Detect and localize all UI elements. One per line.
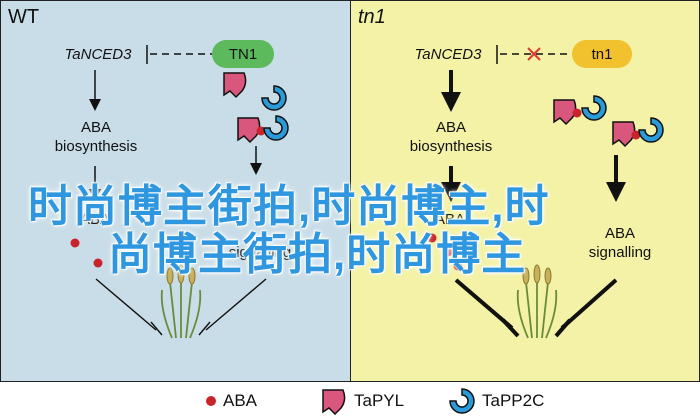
tapyl-icon	[223, 72, 247, 99]
tapp2c-complex-icon	[638, 117, 664, 143]
tapyl-aba-complex	[612, 121, 641, 148]
inhibit-bar	[501, 318, 520, 338]
biosynthesis-label: ABA biosynthesis	[54, 119, 138, 155]
tapp2c-complex-icon	[263, 115, 289, 141]
aba-label: ABA	[79, 211, 110, 228]
inhibit-bar	[198, 321, 211, 336]
tn1-panel	[350, 0, 700, 382]
signalling-label: signalling	[228, 244, 292, 261]
biosynthesis-label: ABA biosynthesis	[409, 119, 493, 155]
aba-dot	[427, 233, 437, 243]
tapp2c-icon	[261, 85, 287, 111]
aba-dot	[453, 261, 463, 271]
wheat-plant-icon	[160, 264, 202, 339]
tapp2c-phosphatase-icon	[449, 388, 475, 414]
inhibit-line	[95, 278, 157, 331]
tn1-protein-pill: TN1	[212, 40, 274, 68]
aba-dot-icon	[206, 396, 216, 406]
tapp2c-complex-icon	[581, 95, 607, 121]
gene-label: TaNCED3	[64, 46, 132, 63]
signalling-label: signalling	[588, 244, 652, 261]
aba-signalling-label: ABA	[604, 225, 635, 242]
inhibit-line	[205, 278, 267, 331]
tapyl-aba-complex	[237, 117, 266, 144]
legend-label: ABA	[223, 391, 258, 410]
legend-label: TaPP2C	[482, 391, 545, 410]
watermark-line-2: 尚博主街拍,时尚博主	[108, 230, 527, 279]
panel-title-wt: WT	[8, 6, 40, 28]
legend-item-tapp2c: TaPP2C	[448, 384, 544, 418]
inhibit-line	[560, 278, 618, 330]
inhibit-line	[454, 278, 514, 330]
blocked-cross-icon	[527, 47, 541, 61]
legend-label: TaPYL	[354, 391, 405, 410]
aba-label: ABA	[434, 211, 465, 228]
aba-dot	[93, 258, 103, 268]
gene-label: TaNCED3	[414, 46, 482, 63]
aba-dot	[443, 247, 453, 257]
wt-panel	[0, 0, 351, 382]
pathway-diagram	[70, 45, 664, 339]
legend-item-aba: ABA	[205, 384, 257, 418]
aba-dot	[459, 239, 469, 249]
aba-dot	[70, 238, 80, 248]
inhibit-bar	[554, 318, 572, 338]
panel-title-tn1: tn1	[358, 6, 386, 28]
tn1-mutant-pill: tn1	[572, 40, 632, 68]
tapyl-receptor-icon	[322, 389, 346, 415]
tapyl-aba-complex	[553, 99, 582, 126]
inhibit-bar	[150, 321, 163, 336]
watermark-line-1: 时尚博主街拍,时尚博主,时	[28, 182, 550, 231]
legend-item-tapyl: TaPYL	[320, 384, 404, 418]
wheat-plant-icon	[516, 264, 558, 339]
